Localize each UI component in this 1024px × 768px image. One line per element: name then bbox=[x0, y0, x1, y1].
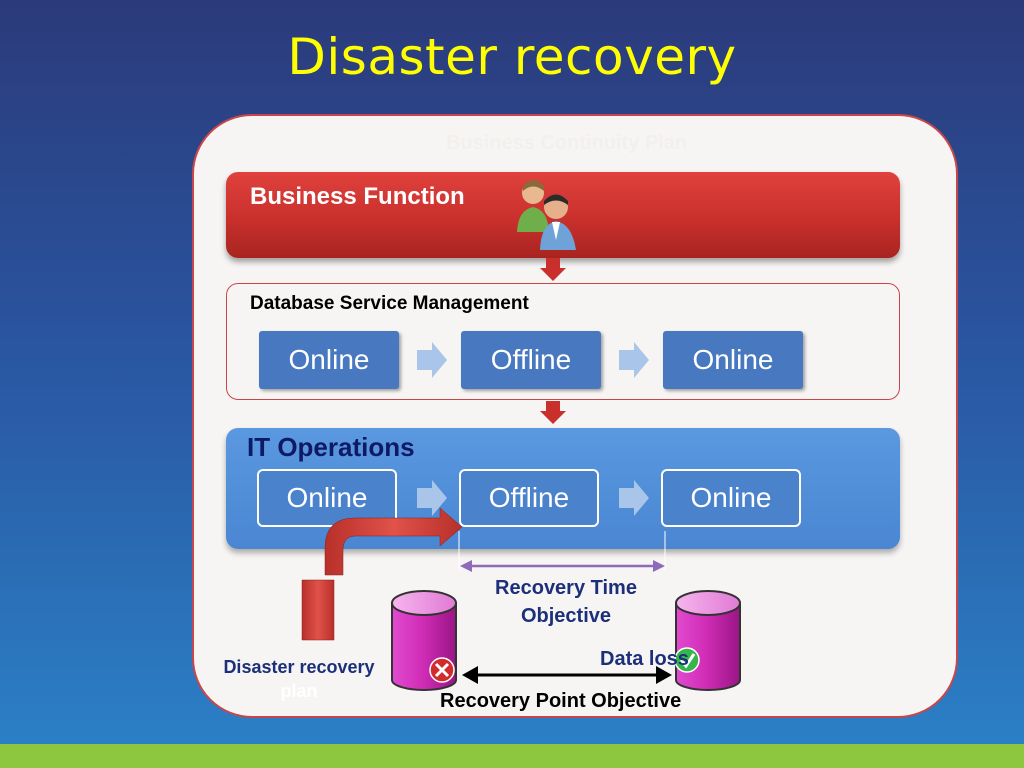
rto-label: Recovery Time Objective bbox=[470, 574, 662, 630]
dsm-state-online-1: Online bbox=[259, 331, 399, 389]
data-loss-label: Data loss bbox=[600, 648, 689, 670]
database-service-management-title: Database Service Management bbox=[250, 293, 529, 314]
dsm-state-offline: Offline bbox=[461, 331, 601, 389]
rto-label-line2: Objective bbox=[520, 605, 612, 627]
ito-state-offline: Offline bbox=[459, 469, 599, 527]
ito-state-online-2: Online bbox=[661, 469, 801, 527]
rto-label-line1: Recovery Time bbox=[495, 577, 637, 599]
it-operations-title: IT Operations bbox=[247, 432, 415, 462]
drp-label-line2: plan bbox=[280, 681, 318, 701]
business-function-title: Business Function bbox=[250, 183, 465, 210]
rpo-label: Recovery Point Objective bbox=[440, 690, 682, 712]
dsm-state-online-2: Online bbox=[663, 331, 803, 389]
slide-title: Disaster recovery bbox=[287, 28, 737, 86]
business-continuity-label: Business Continuity Plan bbox=[446, 132, 688, 154]
ito-state-online-1: Online bbox=[257, 469, 397, 527]
bottom-accent-bar bbox=[0, 744, 1024, 768]
disaster-recovery-plan-label: Disaster recovery plan bbox=[212, 655, 386, 703]
drp-label-line1: Disaster recovery bbox=[223, 657, 375, 677]
